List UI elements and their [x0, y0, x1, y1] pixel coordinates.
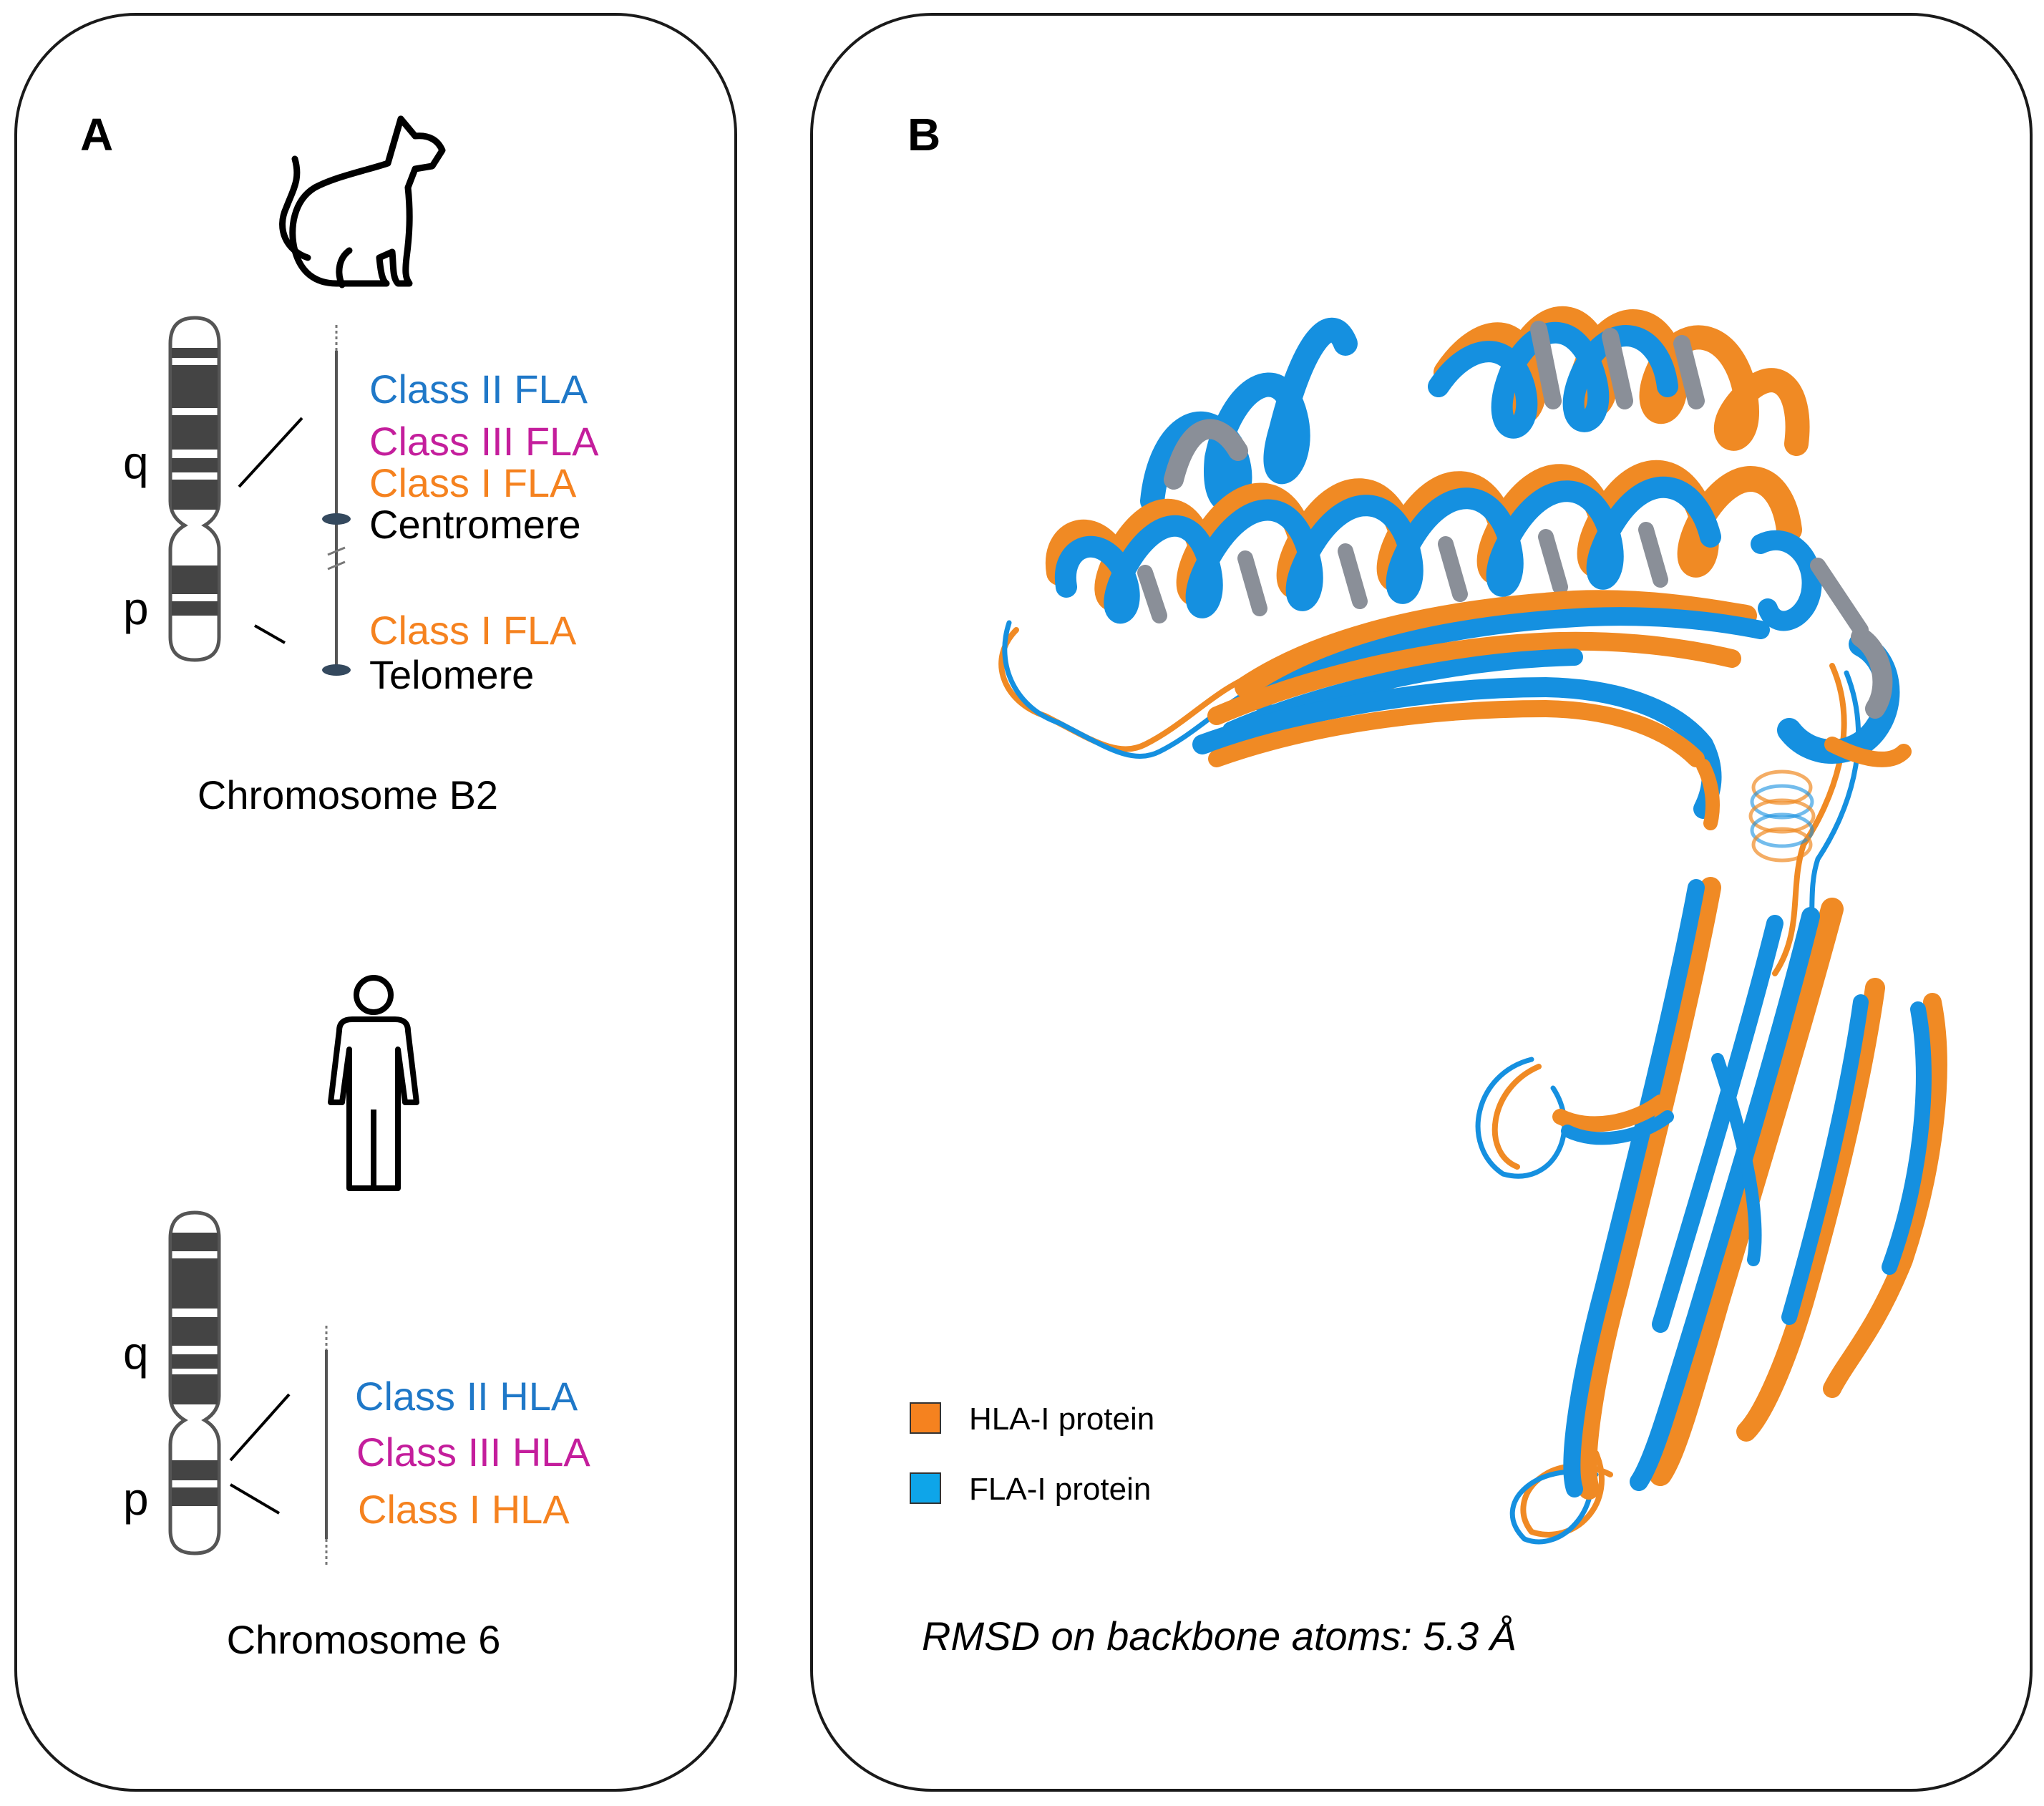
cat-chromosome-name: Chromosome B2 [198, 772, 498, 817]
telomere-marker [322, 664, 351, 676]
legend-label-hla: HLA-I protein [969, 1402, 1154, 1437]
legend-label-fla: FLA-I protein [969, 1472, 1151, 1507]
human-arm-p: p [123, 1473, 149, 1525]
human-class2-label: Class II HLA [355, 1374, 578, 1419]
human-class1-label: Class I HLA [358, 1487, 570, 1532]
legend-swatch-fla [910, 1472, 941, 1504]
human-chromosome-name: Chromosome 6 [227, 1617, 501, 1662]
cat-class3-label: Class III FLA [369, 419, 599, 464]
cat-class2-label: Class II FLA [369, 366, 588, 412]
rmsd-annotation: RMSD on backbone atoms: 5.3 Å [922, 1613, 1517, 1659]
human-arm-q: q [123, 1327, 149, 1379]
cat-chromosome [168, 316, 221, 662]
cat-telomere-label: Telomere [369, 652, 534, 697]
centromere-marker [322, 513, 351, 525]
human-p-connector-lower [229, 1483, 281, 1515]
human-chromosome [168, 1210, 221, 1555]
human-p-connector-upper [229, 1393, 291, 1462]
cat-class1-q-label: Class I FLA [369, 460, 577, 505]
legend-swatch-hla [910, 1402, 941, 1434]
human-class3-label: Class III HLA [356, 1429, 590, 1475]
cat-centromere-label: Centromere [369, 502, 581, 547]
cat-q-connector [238, 417, 303, 488]
cat-map-axis [322, 325, 351, 676]
cat-arm-q: q [123, 437, 149, 488]
panel-b-label: B [907, 109, 940, 160]
panel-a-label: A [80, 109, 113, 160]
cat-p-connector [254, 624, 286, 644]
cat-class1-p-label: Class I FLA [369, 608, 577, 653]
cat-arm-p: p [123, 583, 149, 634]
protein-structure-superposition [998, 306, 1947, 1545]
human-icon [328, 975, 419, 1191]
panel-a-frame [14, 13, 737, 1792]
legend: HLA-I protein FLA-I protein [910, 1402, 1154, 1507]
cat-icon [279, 115, 446, 288]
